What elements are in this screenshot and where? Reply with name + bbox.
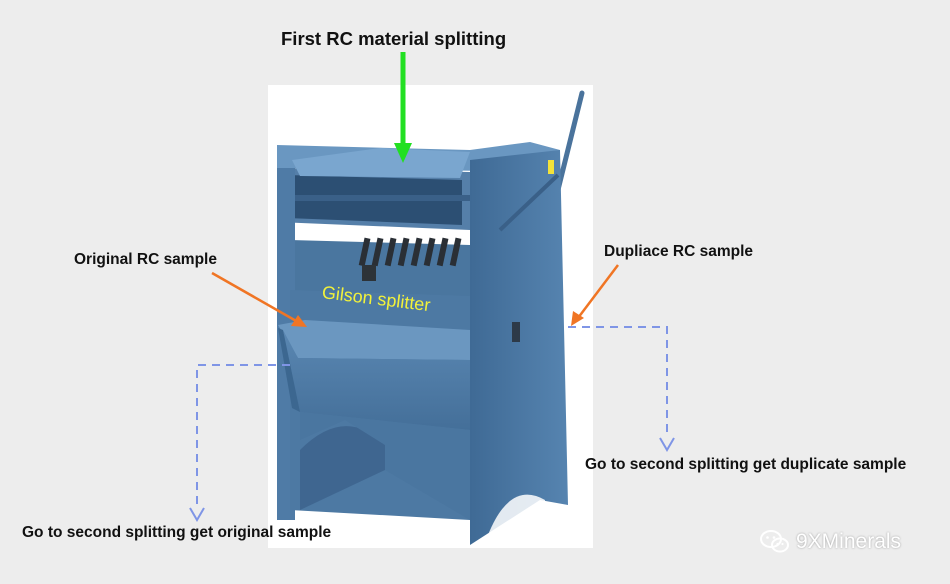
go-original-label: Go to second splitting get original samp… — [22, 524, 332, 541]
feed-arrow — [394, 52, 412, 163]
watermark-text: 9XMinerals — [796, 530, 902, 553]
wechat-icon — [760, 530, 789, 553]
duplicate-sample-pointer-arrow — [571, 264, 619, 326]
original-sample-label: Original RC sample — [74, 251, 217, 268]
duplicate-flow-arrow — [568, 326, 675, 452]
original-sample-pointer-arrow — [211, 271, 307, 327]
gilson-splitter-illustration — [277, 90, 585, 545]
diagram-title: First RC material splitting — [281, 28, 507, 49]
original-flow-arrow — [189, 364, 290, 522]
duplicate-sample-label: Dupliace RC sample — [604, 243, 754, 260]
watermark: 9XMinerals — [760, 529, 901, 555]
go-duplicate-label: Go to second splitting get duplicate sam… — [585, 456, 907, 473]
